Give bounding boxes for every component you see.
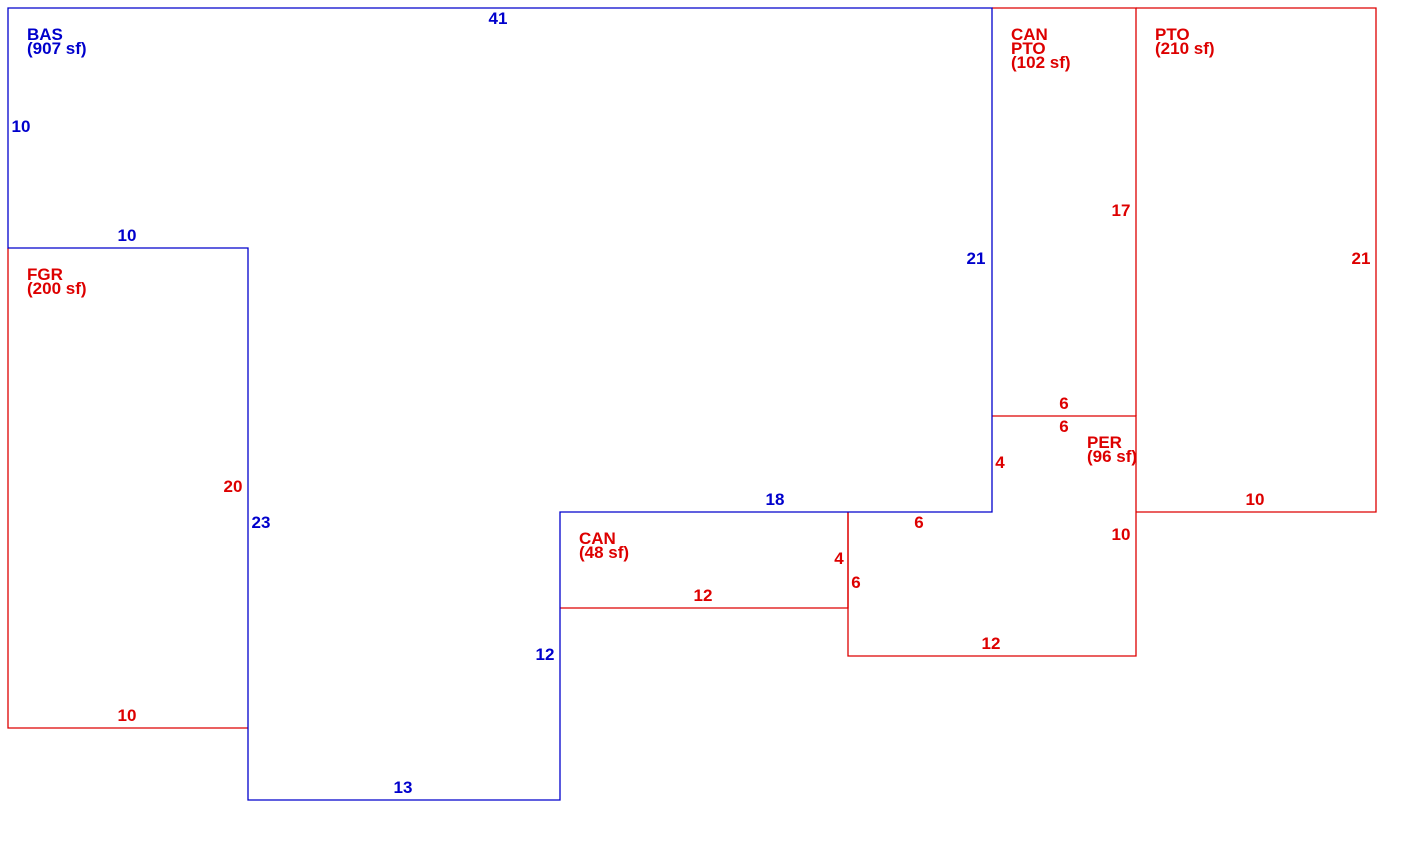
bas-outline xyxy=(7,7,993,801)
dim-per-left-upper: 4 xyxy=(995,453,1005,472)
dim-fgr-side: 20 xyxy=(224,477,243,496)
dim-can-pto-bottom: 6 xyxy=(1059,394,1068,413)
dim-can-pto-side: 17 xyxy=(1112,201,1131,220)
dim-pto-side: 21 xyxy=(1352,249,1371,268)
can-size-label: (48 sf) xyxy=(579,543,629,562)
per-size-label: (96 sf) xyxy=(1087,447,1137,466)
dim-bas-ledge: 18 xyxy=(766,490,785,509)
fgr-outline xyxy=(7,248,248,729)
dim-bas-step: 10 xyxy=(118,226,137,245)
can-pto-code2-label: PTO xyxy=(1011,39,1046,58)
dim-bas-left: 10 xyxy=(12,117,31,136)
dim-can-side: 4 xyxy=(834,549,844,568)
dim-pto-bottom: 10 xyxy=(1246,490,1265,509)
dim-bas-fgr-side: 23 xyxy=(252,513,271,532)
dim-bas-inner-side: 12 xyxy=(536,645,555,664)
bas-code-label: BAS xyxy=(27,25,63,44)
can-code-label: CAN xyxy=(579,529,616,548)
dim-per-top: 6 xyxy=(1059,417,1068,436)
dim-can-bottom: 12 xyxy=(694,586,713,605)
dim-fgr-bottom: 10 xyxy=(118,706,137,725)
dim-per-left-lower: 6 xyxy=(851,573,860,592)
pto-code-label: PTO xyxy=(1155,25,1190,44)
dim-per-ledge: 6 xyxy=(914,513,923,532)
dim-per-right: 10 xyxy=(1112,525,1131,544)
pto-size-label: (210 sf) xyxy=(1155,39,1215,58)
dim-bas-bottom: 13 xyxy=(394,778,413,797)
per-outline xyxy=(847,415,1137,657)
dim-bas-top: 41 xyxy=(489,9,508,28)
dim-per-bottom: 12 xyxy=(982,634,1001,653)
can-pto-code-label: CAN xyxy=(1011,25,1048,44)
fgr-code-label: FGR xyxy=(27,265,63,284)
dim-bas-right: 21 xyxy=(967,249,986,268)
bas-size-label: (907 sf) xyxy=(27,39,87,58)
per-code-label: PER xyxy=(1087,433,1122,452)
can-pto-size-label: (102 sf) xyxy=(1011,53,1071,72)
fgr-size-label: (200 sf) xyxy=(27,279,87,298)
pto-outline xyxy=(1136,7,1377,513)
